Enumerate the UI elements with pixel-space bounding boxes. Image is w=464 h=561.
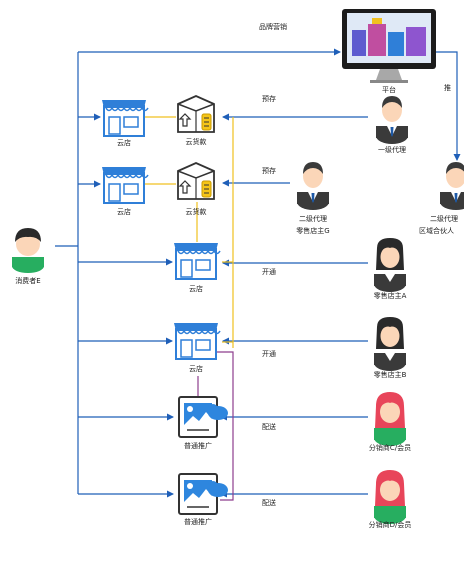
label-agent-right-line1: 二级代理	[430, 215, 458, 223]
label-store-4: 云店	[189, 365, 203, 373]
label-agent-right-line2: 区域合伙人	[419, 227, 454, 235]
person-female-icon	[374, 238, 406, 292]
label-retail-b: 零售店主B	[373, 371, 407, 379]
label-agent-2-line2: 零售店主G	[296, 227, 330, 235]
label-consumer: 消费者E	[15, 277, 41, 285]
label-dist-c: 分销商C/会员	[368, 444, 412, 452]
arrow-platform-right	[436, 51, 461, 161]
person-male-icon	[440, 162, 464, 210]
store-icon	[173, 242, 221, 280]
box-icon	[177, 95, 215, 133]
person-female-icon	[374, 470, 406, 524]
label-share-2: 配送	[262, 499, 276, 507]
label-open-1: 开通	[262, 268, 276, 276]
label-share-1: 配送	[262, 423, 276, 431]
label-prestock-2: 预存	[262, 167, 276, 175]
label-goods-2: 云货款	[185, 208, 207, 216]
label-brand-marketing: 品牌营销	[259, 23, 287, 31]
supply-lines	[145, 116, 234, 348]
label-store-1: 云店	[117, 139, 131, 147]
person-male-icon	[297, 162, 329, 210]
label-dist-d: 分销商D/会员	[368, 521, 412, 529]
label-open-2: 开通	[262, 350, 276, 358]
promo-link-2	[214, 351, 234, 501]
consumer-icon	[12, 228, 44, 273]
promo-card-icon	[178, 473, 229, 515]
flow-lines	[55, 48, 461, 498]
person-male-icon	[376, 96, 408, 144]
box-icon	[177, 162, 215, 200]
person-female-icon	[374, 392, 406, 446]
label-retail-a: 零售店主A	[373, 292, 407, 300]
label-store-3: 云店	[189, 285, 203, 293]
promo-card-icon	[178, 396, 229, 438]
label-agent-2-line1: 二级代理	[299, 215, 327, 223]
label-platform: 平台	[382, 86, 396, 94]
store-icon	[101, 166, 149, 204]
label-side-right: 推	[444, 84, 451, 92]
label-goods-1: 云货款	[185, 138, 207, 146]
label-agent-1: 一级代理	[378, 146, 406, 154]
store-icon	[101, 99, 149, 137]
label-promo-2: 普通推广	[184, 518, 212, 526]
store-icon	[173, 322, 221, 360]
label-promo-1: 普通推广	[184, 442, 212, 450]
person-female-icon	[374, 317, 406, 371]
label-prestock-1: 预存	[262, 95, 276, 103]
label-store-2: 云店	[117, 208, 131, 216]
monitor-icon	[342, 9, 436, 83]
